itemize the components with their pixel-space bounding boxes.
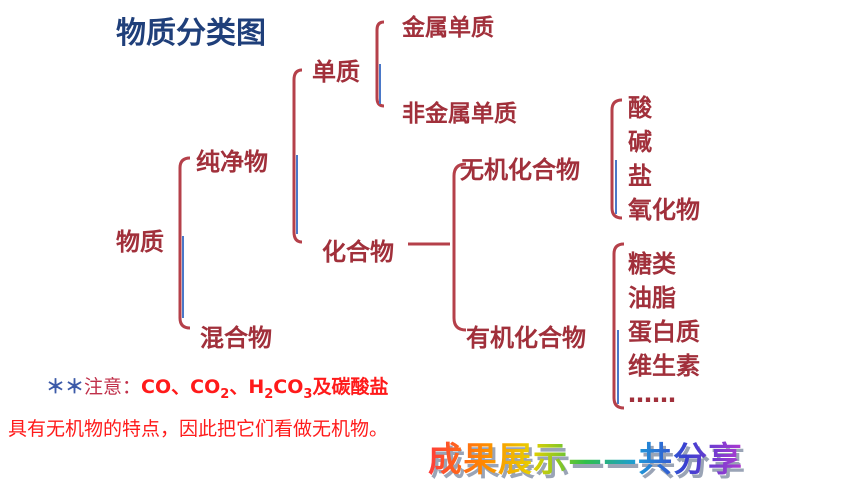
- node-compound: 化合物: [322, 238, 394, 266]
- inorganic-item: 酸: [628, 94, 652, 122]
- inorganic-item: 盐: [628, 162, 652, 190]
- formula-co: CO: [141, 376, 172, 398]
- node-nonmetal-element: 非金属单质: [402, 101, 517, 127]
- formula-co2-base: CO: [190, 376, 221, 398]
- bracket-inorganic: [610, 98, 623, 220]
- node-metal-element: 金属单质: [402, 15, 494, 41]
- node-organic: 有机化合物: [466, 324, 586, 352]
- bracket-element: [375, 20, 385, 108]
- formula-co2-sub: 2: [220, 386, 230, 402]
- bracket-compound: [452, 162, 467, 332]
- page-title: 物质分类图: [116, 16, 266, 51]
- node-pure: 纯净物: [196, 148, 268, 176]
- node-element: 单质: [312, 58, 360, 86]
- note-separator: 、: [229, 376, 249, 398]
- node-inorganic: 无机化合物: [460, 156, 580, 184]
- banner-text: 成果展示——共分享: [428, 432, 743, 481]
- star-icon: ＊＊: [46, 376, 85, 398]
- bracket-pure: [292, 68, 303, 244]
- inorganic-item: 氧化物: [628, 196, 700, 224]
- formula-h2co3-h: H: [248, 376, 265, 398]
- banner-shadow: 成果展示——共分享: [431, 436, 746, 485]
- note-label: 注意：: [84, 376, 142, 398]
- organic-item: 糖类: [628, 250, 676, 278]
- bracket-root: [178, 156, 191, 330]
- formula-h2co3-sub2: 3: [303, 386, 313, 402]
- formula-h2co3-co: CO: [273, 376, 304, 398]
- inorganic-item: 碱: [628, 128, 652, 156]
- bracket-organic: [612, 242, 625, 410]
- node-root: 物质: [116, 228, 164, 256]
- note-line-1: ＊＊注意：CO、CO2、H2CO3及碳酸盐: [46, 372, 388, 402]
- formula-h2co3-sub1: 2: [264, 386, 274, 402]
- organic-item: 蛋白质: [628, 318, 700, 346]
- organic-item: 维生素: [628, 352, 700, 380]
- organic-item: 油脂: [628, 284, 676, 312]
- note-line-2: 具有无机物的特点，因此把它们看做无机物。: [8, 418, 389, 440]
- note-tail: 及碳酸盐: [312, 376, 389, 398]
- note-separator: 、: [171, 376, 191, 398]
- node-mixture: 混合物: [200, 324, 272, 352]
- organic-item: ……: [628, 380, 676, 408]
